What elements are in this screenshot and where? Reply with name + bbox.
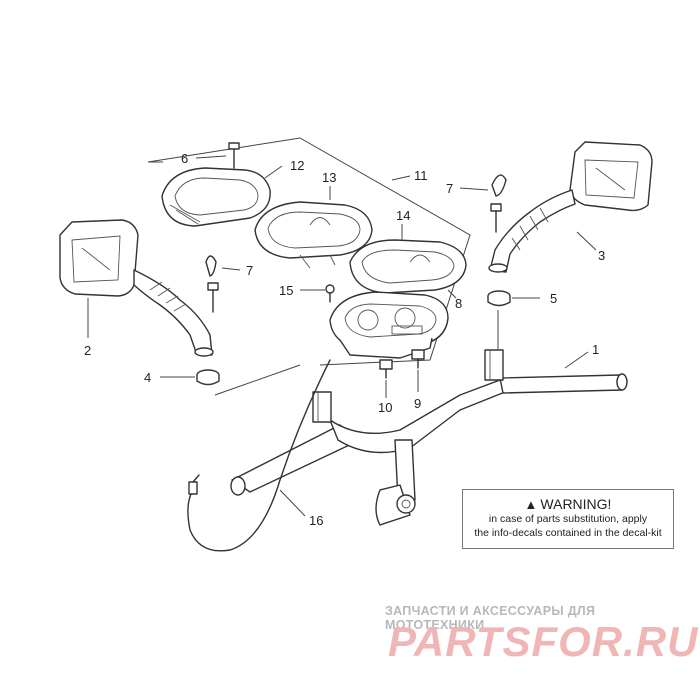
callout-5: 5 (550, 291, 557, 306)
watermark-logo: PARTSFOR.RU (388, 618, 699, 665)
callout-12: 12 (290, 158, 304, 173)
callout-1: 1 (592, 342, 599, 357)
clip-7-right (490, 174, 507, 233)
callout-9: 9 (414, 396, 421, 411)
callout-6: 6 (181, 151, 188, 166)
callout-7-right: 7 (446, 181, 453, 196)
left-mirror (59, 219, 214, 357)
lens-frame (254, 201, 373, 269)
washer-left (196, 369, 220, 386)
handlebar (230, 349, 628, 526)
group-bracket-11-tail (214, 364, 301, 396)
callout-11: 11 (414, 168, 428, 183)
callout-2: 2 (84, 343, 91, 358)
warning-title: WARNING! (540, 496, 612, 512)
callout-16: 16 (309, 513, 323, 528)
callout-13: 13 (322, 170, 336, 185)
warning-line-2: the info-decals contained in the decal-k… (474, 527, 662, 539)
clip-7-left (205, 255, 219, 313)
screw-6 (228, 142, 240, 169)
watermark-caption: ЗАПЧАСТИ И АКСЕССУАРЫ ДЛЯ МОТОТЕХНИКИ (385, 604, 596, 632)
leader-lines (87, 155, 597, 517)
screw-15 (325, 284, 335, 303)
callout-3: 3 (598, 248, 605, 263)
right-mirror (488, 141, 653, 273)
callout-8: 8 (455, 296, 462, 311)
gasket (349, 239, 467, 294)
dashboard-cover (161, 167, 271, 227)
nut-9 (411, 349, 425, 369)
callout-15: 15 (279, 283, 293, 298)
group-bracket-11 (147, 137, 471, 366)
nut-10 (379, 359, 393, 379)
callout-14: 14 (396, 208, 410, 223)
warning-box: ▲WARNING! in case of parts substitution,… (462, 489, 674, 549)
instrument-cluster (329, 291, 449, 359)
warning-line-1: in case of parts substitution, apply (488, 513, 648, 525)
callout-4: 4 (144, 370, 151, 385)
warning-triangle-icon: ▲ (524, 497, 538, 512)
washer-right (487, 290, 511, 307)
speedometer-cable (187, 359, 331, 552)
callout-7-left: 7 (246, 263, 253, 278)
callout-10: 10 (378, 400, 392, 415)
